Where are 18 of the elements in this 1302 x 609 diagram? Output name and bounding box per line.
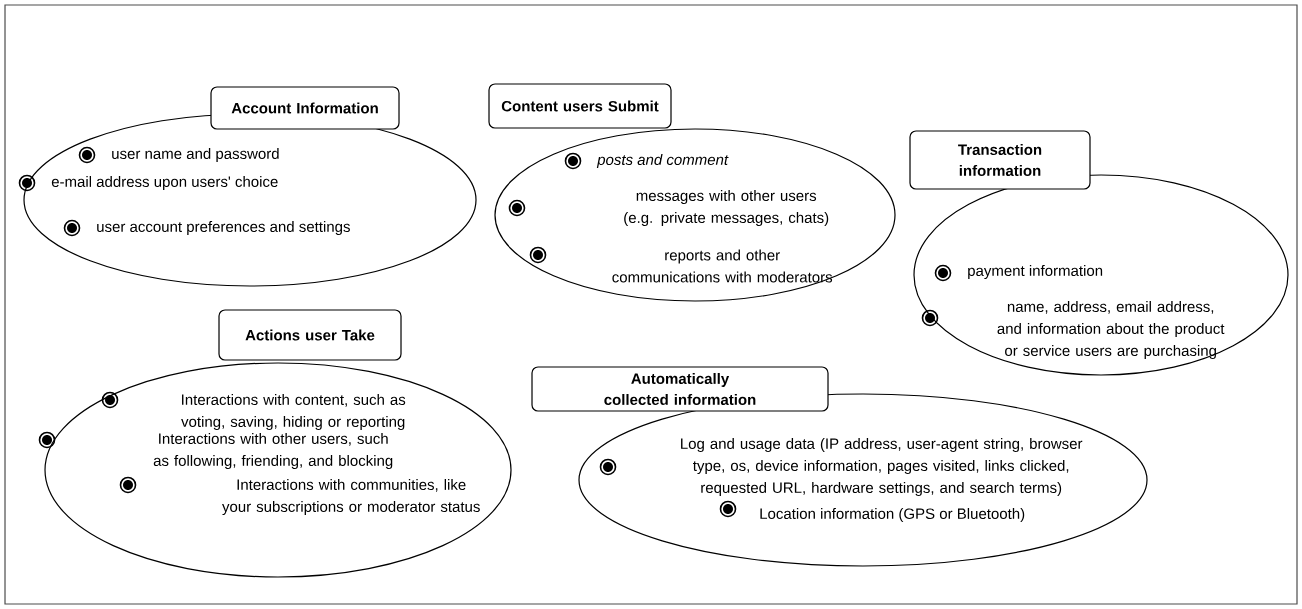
bullet-text: Log and usage data (IP address, user-agent string, browser type, os, device information, pages visited, links clicked, requested URL, hardware settings, and search terms)	[681, 438, 1083, 496]
heading-box: Content users Submit	[488, 83, 672, 129]
bullet-text: name, address, email address, and information about the product or service users are purchasing	[997, 301, 1225, 359]
bullet-text: Location information (GPS or Bluetooth)	[760, 508, 1025, 522]
bullet-text: user name and password	[112, 148, 279, 162]
bullet-text: posts and comment	[596, 154, 729, 168]
bullet-text: messages with other users (e.g. private messages, chats)	[624, 190, 829, 226]
bullet-text: e-mail address upon users' choice	[51, 176, 278, 190]
heading-box: Transaction information	[909, 130, 1091, 190]
bullet-text: payment information	[968, 265, 1103, 279]
bullet-text: Interactions with other users, such as following, friending, and blocking	[153, 433, 393, 469]
bullet-text: Interactions with communities, like your subscriptions or moderator status	[222, 479, 480, 515]
heading-box: Account Information	[210, 86, 400, 130]
bullet-text: Interactions with content, such as voting, saving, hiding or reporting	[181, 394, 406, 430]
heading-box: Automatically collected information	[531, 366, 829, 412]
bullet-text: reports and other communications with moderators	[612, 249, 833, 283]
heading-box: Actions user Take	[218, 309, 402, 361]
bullet-text: user account preferences and settings	[97, 221, 350, 235]
